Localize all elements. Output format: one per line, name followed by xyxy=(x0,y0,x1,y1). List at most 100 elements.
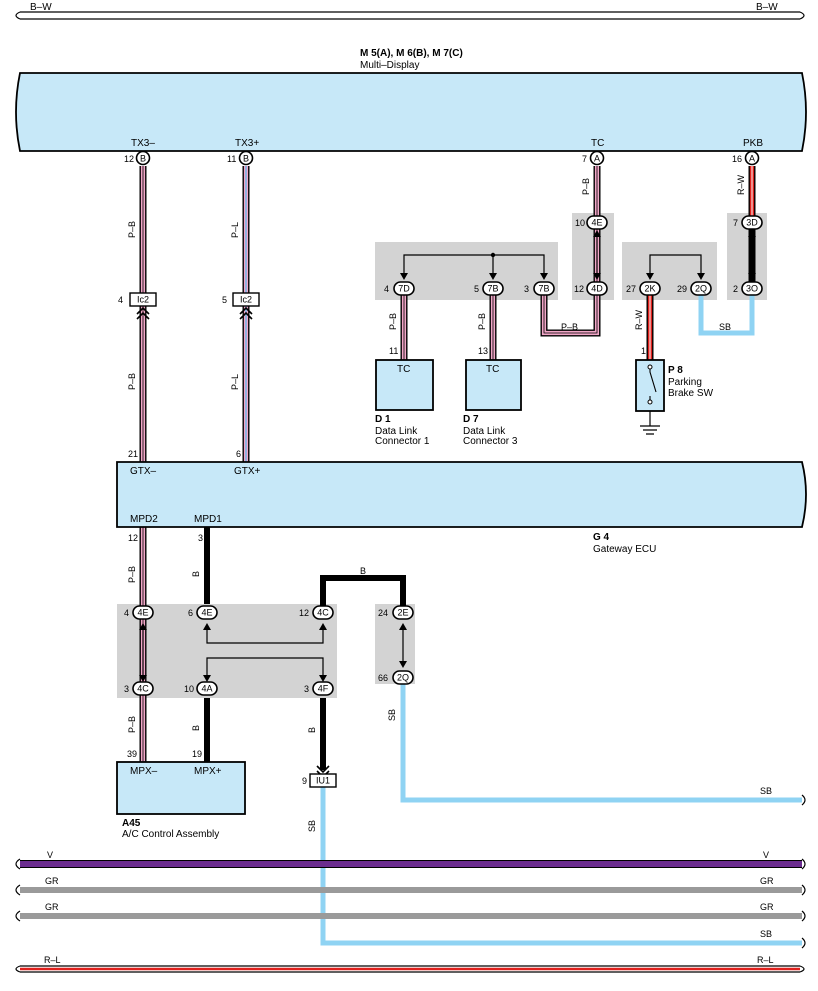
wire-sb-right xyxy=(400,684,802,803)
wire-gr-bus-2 xyxy=(15,910,802,922)
connector-4c-right-code: 4C xyxy=(317,608,329,618)
connector-ic2-b-code: Ic2 xyxy=(240,295,252,305)
gw-pin-label-mpd1: MPD1 xyxy=(194,514,222,525)
d1-name-1: Data Link xyxy=(375,426,418,437)
connector-4d-num: 12 xyxy=(574,284,584,294)
md-pin-tc: 7 A xyxy=(582,150,605,166)
wire-sb-short xyxy=(698,294,755,336)
wire-label-rw-p8: R–W xyxy=(634,309,644,330)
connector-4a-num: 10 xyxy=(184,684,194,694)
connector-2k: 27 2K xyxy=(626,281,661,296)
connector-7b-a-code: 7B xyxy=(487,284,498,294)
wire-label-b-top: B xyxy=(360,566,366,576)
gateway-name: Gateway ECU xyxy=(593,544,656,555)
connector-7d: 4 7D xyxy=(384,281,415,296)
wire-b-loop xyxy=(320,575,406,612)
connector-4c-left: 3 4C xyxy=(124,681,154,696)
connector-2q-top: 29 2Q xyxy=(677,281,712,296)
connector-4f: 3 4F xyxy=(304,681,334,696)
d7-name-2: Connector 3 xyxy=(463,436,518,447)
p8-name-1: Parking xyxy=(668,377,702,388)
md-pin-num-tx3p: 11 xyxy=(227,154,236,164)
gw-pin-num-mpd2: 12 xyxy=(128,533,138,543)
wire-label-v-right: V xyxy=(763,850,769,860)
wire-sb-iu1 xyxy=(320,787,802,946)
a45-code: A45 xyxy=(122,818,141,829)
md-pin-label-tx3p: TX3+ xyxy=(235,138,259,149)
wire-label-mpd2: P–B xyxy=(127,566,137,583)
md-pin-pkb: 16 A xyxy=(732,150,760,166)
connector-4d: 12 4D xyxy=(574,281,608,296)
wire-label-mpd1: B xyxy=(191,571,201,577)
wire-label-sb-iu1: SB xyxy=(307,820,317,832)
wire-label-rl-left: R–L xyxy=(44,955,61,965)
wire-label-gr2-left: GR xyxy=(45,902,59,912)
gw-pin-num-gtxp: 6 xyxy=(236,449,241,459)
d7-pin-num: 13 xyxy=(478,346,488,356)
connector-4c-right-num: 12 xyxy=(299,608,309,618)
connector-ic2-b-num: 5 xyxy=(222,295,227,305)
connector-4d-code: 4D xyxy=(591,284,603,294)
d7-name-1: Data Link xyxy=(463,426,506,437)
multi-display-code: M 5(A), M 6(B), M 7(C) xyxy=(360,48,463,59)
connector-2e-num: 24 xyxy=(378,608,388,618)
connector-7b-b: 3 7B xyxy=(524,281,555,296)
wire-label-sb-bottom: SB xyxy=(760,929,772,939)
d1-box xyxy=(375,359,434,411)
wire-v-bus xyxy=(15,858,802,870)
wire-r-l-bus xyxy=(15,965,805,973)
md-pin-num-pkb: 16 xyxy=(732,154,742,164)
p8-name-2: Brake SW xyxy=(668,388,714,399)
wire-label-to-iu1: B xyxy=(307,727,317,733)
connector-4e-mid-num: 6 xyxy=(188,608,193,618)
ground-icon xyxy=(640,411,660,435)
connector-4e-left-code: 4E xyxy=(137,608,148,618)
wire-label-tx3p: P–L xyxy=(230,222,240,238)
connector-4e-left: 4 4E xyxy=(124,605,154,620)
switch-icon xyxy=(647,364,657,405)
connector-2e-code: 2E xyxy=(397,608,408,618)
p8-pin-num: 1 xyxy=(641,346,646,356)
connector-4a: 10 4A xyxy=(184,681,218,696)
d7-pin-label: TC xyxy=(486,364,499,375)
md-pin-tx3p: 11 B xyxy=(227,150,254,166)
connector-ic2-a-code: Ic2 xyxy=(137,295,149,305)
connector-ic2-a: 4 Ic2 xyxy=(118,292,157,320)
d1-pin-num: 11 xyxy=(389,346,398,356)
wire-label-gr1-left: GR xyxy=(45,876,59,886)
wire-label-b-w-left: B–W xyxy=(30,2,52,13)
wire-label-rl-right: R–L xyxy=(757,955,774,965)
a45-box xyxy=(116,761,246,815)
connector-2q-bottom-num: 66 xyxy=(378,673,388,683)
connector-2q-top-num: 29 xyxy=(677,284,687,294)
junction-internal-dlc xyxy=(400,252,548,280)
connector-3o-code: 3O xyxy=(746,284,758,294)
wire-label-sb-right: SB xyxy=(760,786,772,796)
connector-3o: 2 3O xyxy=(733,281,763,296)
d1-pin-label: TC xyxy=(397,364,410,375)
d7-box xyxy=(465,359,522,411)
md-pin-conn-pkb: A xyxy=(749,154,755,164)
connector-7b-a-num: 5 xyxy=(474,284,479,294)
d7-code: D 7 xyxy=(463,414,479,425)
connector-4e-mid-code: 4E xyxy=(201,608,212,618)
multi-display-box xyxy=(15,72,807,152)
junction-internal-2e-2q xyxy=(399,623,407,668)
connector-4e-mid: 6 4E xyxy=(188,605,218,620)
connector-4f-code: 4F xyxy=(318,684,329,694)
connector-ic2-a-num: 4 xyxy=(118,295,123,305)
wire-label-pkb-up: R–W xyxy=(736,174,746,195)
gw-pin-num-gtxm: 21 xyxy=(128,449,138,459)
d1-name-2: Connector 1 xyxy=(375,436,430,447)
connector-7b-b-code: 7B xyxy=(538,284,549,294)
junction-internal-4e-4d xyxy=(593,230,601,280)
junction-internal-3d-3o xyxy=(748,230,756,280)
connector-4e-top: 10 4E xyxy=(575,215,608,230)
a45-name: A/C Control Assembly xyxy=(122,829,219,840)
connector-2q-bottom-code: 2Q xyxy=(397,673,409,683)
junction-internal-lower xyxy=(139,623,327,682)
connector-2k-num: 27 xyxy=(626,284,636,294)
junction-internal-2k-2q xyxy=(646,254,705,280)
connector-4e-top-code: 4E xyxy=(591,218,602,228)
connector-3o-num: 2 xyxy=(733,284,738,294)
